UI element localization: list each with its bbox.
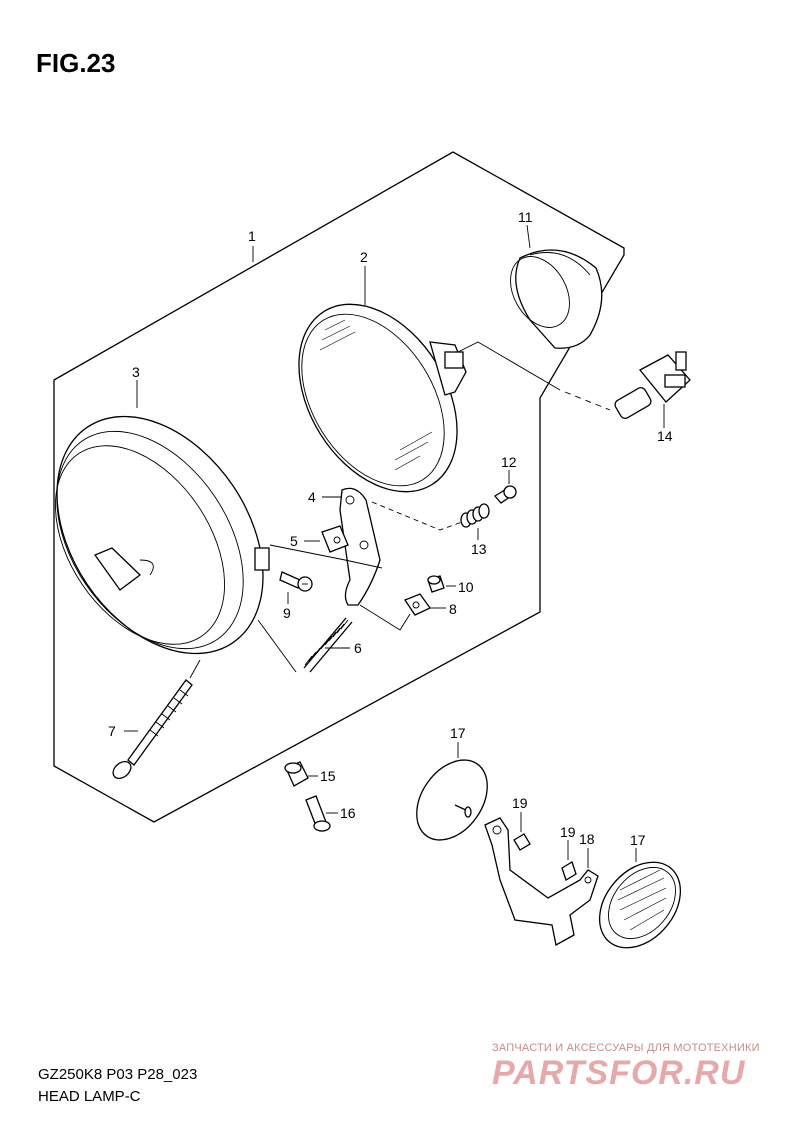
part-rim — [54, 415, 270, 655]
bulb-link-line — [457, 341, 561, 391]
leader-11 — [526, 224, 531, 249]
assembly-outline — [53, 151, 625, 823]
callout-19b: 19 — [560, 824, 576, 840]
diagram-code: GZ250K8 P03 P28_023 — [38, 1066, 198, 1083]
part-spring-13 — [460, 503, 490, 528]
part-cap-15 — [284, 761, 309, 787]
watermark-tagline: ЗАПЧАСТИ И АКСЕССУАРЫ ДЛЯ МОТОТЕХНИКИ — [492, 1042, 760, 1054]
callout-3: 3 — [132, 364, 140, 380]
bracket-nut-line — [359, 604, 411, 631]
callout-15: 15 — [320, 768, 336, 784]
callout-9: 9 — [283, 605, 291, 621]
callout-13: 13 — [471, 541, 487, 557]
callout-17b: 17 — [630, 832, 646, 848]
callout-19a: 19 — [512, 795, 528, 811]
bulb-dash-line — [564, 391, 611, 411]
spring-dash-line — [371, 501, 463, 531]
callout-18: 18 — [579, 831, 595, 847]
part-screw-9 — [279, 571, 313, 592]
callout-11: 11 — [518, 209, 533, 225]
callout-1: 1 — [248, 228, 256, 244]
watermark-logo: PARTSFOR.RU — [492, 1054, 746, 1092]
callout-5: 5 — [290, 533, 298, 549]
part-screw-12 — [494, 485, 517, 504]
part-reflector-bracket — [484, 817, 599, 947]
part-reflector-left — [416, 759, 488, 841]
part-nut-clip — [321, 525, 349, 553]
callout-7: 7 — [108, 723, 116, 739]
part-bolt-16 — [305, 795, 331, 832]
rim-bracket-line-b — [344, 559, 383, 569]
callout-14: 14 — [657, 428, 673, 444]
callout-4: 4 — [308, 489, 316, 505]
callout-16: 16 — [340, 805, 356, 821]
rim-spring-line — [257, 619, 297, 673]
callout-2: 2 — [360, 249, 368, 265]
part-spring-6 — [303, 617, 353, 673]
callout-10: 10 — [458, 579, 474, 595]
part-adjust-bracket — [339, 487, 381, 606]
callout-12: 12 — [501, 454, 517, 470]
part-reflector-right — [598, 861, 682, 949]
part-headlamp-unit — [298, 303, 467, 493]
part-bolt-7 — [112, 679, 193, 780]
rim-bracket-line — [269, 544, 346, 561]
callout-8: 8 — [449, 601, 457, 617]
part-socket-cover — [510, 249, 603, 349]
part-nut-8 — [404, 593, 431, 616]
bolt-rim-line — [189, 659, 201, 679]
part-bulb — [614, 351, 691, 419]
part-collar-10 — [427, 575, 445, 593]
callout-17a: 17 — [450, 725, 466, 741]
diagram-name: HEAD LAMP-C — [38, 1088, 141, 1105]
part-nut-19b — [561, 861, 577, 881]
part-nut-19a — [513, 833, 531, 851]
callout-6: 6 — [354, 640, 362, 656]
figure-title: FIG.23 — [36, 48, 116, 78]
